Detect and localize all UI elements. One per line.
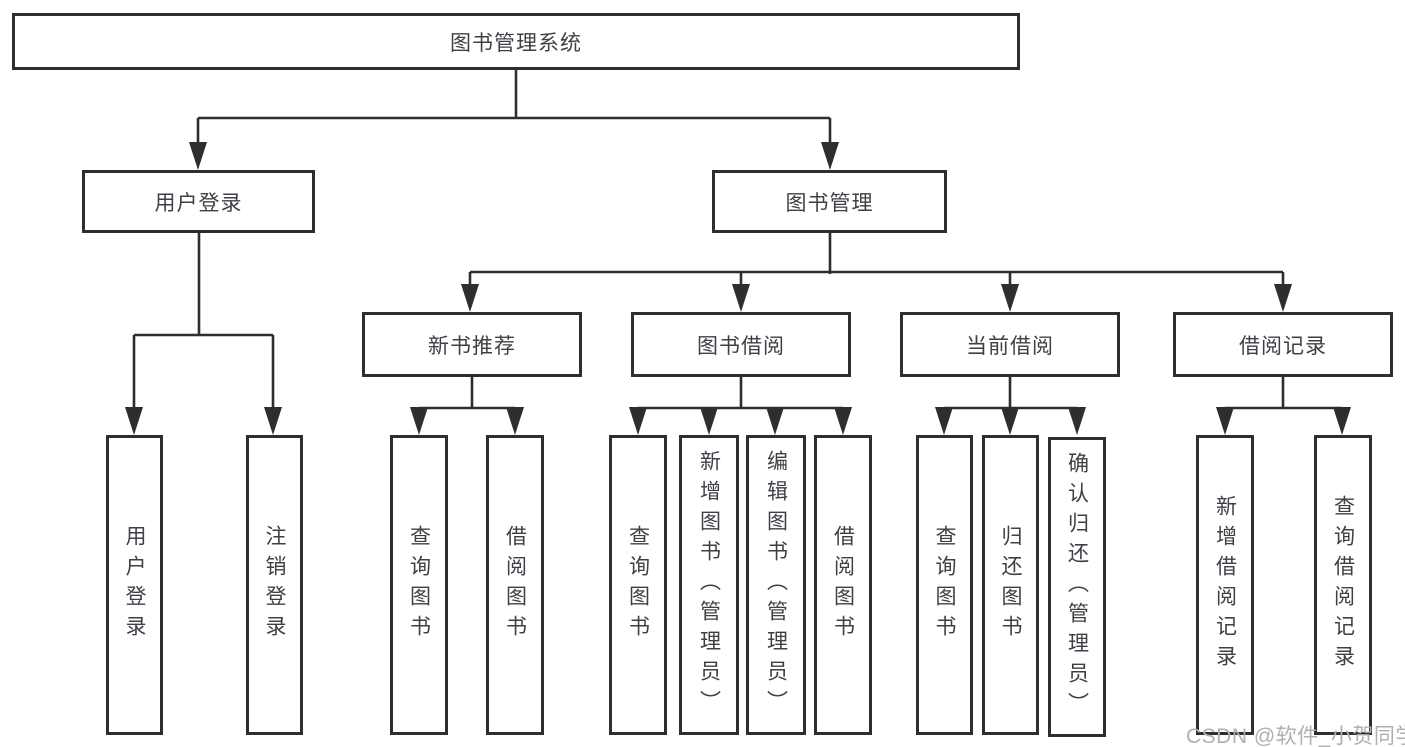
arrowhead-icons [125, 142, 1351, 435]
arrow-down-icon [125, 407, 143, 435]
arrow-down-icon [506, 407, 524, 435]
connector-book-borrowing [638, 377, 843, 410]
leaf-current-query-books: 查询图书 [916, 435, 973, 735]
connector-user-login [132, 233, 275, 409]
node-user-login: 用户登录 [82, 170, 315, 233]
leaf-edit-books-admin: 编辑图书（管理员） [746, 435, 806, 735]
arrow-down-icon [410, 407, 428, 435]
arrow-down-icon [629, 407, 647, 435]
leaf-borrowing-borrow-books: 借阅图书 [814, 435, 872, 735]
arrow-down-icon [1274, 284, 1292, 312]
arrow-down-icon [1216, 407, 1234, 435]
node-current-borrowing: 当前借阅 [900, 312, 1120, 377]
node-new-book-recommendation: 新书推荐 [362, 312, 582, 377]
arrow-down-icon [461, 284, 479, 312]
leaf-query-borrow-record: 查询借阅记录 [1314, 435, 1372, 735]
connector-current-borrowing [944, 377, 1077, 410]
arrow-down-icon [834, 407, 852, 435]
leaf-confirm-return-admin: 确认归还（管理员） [1048, 437, 1106, 737]
leaf-logout: 注销登录 [246, 435, 303, 735]
arrow-down-icon [1001, 407, 1019, 435]
arrow-down-icon [935, 407, 953, 435]
node-book-management: 图书管理 [712, 170, 947, 233]
node-root: 图书管理系统 [12, 13, 1020, 70]
leaf-recommend-borrow-books: 借阅图书 [486, 435, 544, 735]
node-book-borrowing: 图书借阅 [631, 312, 851, 377]
leaf-add-books-admin: 新增图书（管理员） [679, 435, 739, 735]
connector-book-management [468, 233, 1285, 286]
leaf-borrowing-query-books: 查询图书 [609, 435, 667, 735]
arrow-down-icon [700, 407, 718, 435]
arrow-down-icon [1001, 284, 1019, 312]
arrow-down-icon [821, 142, 839, 170]
leaf-add-borrow-record: 新增借阅记录 [1196, 435, 1254, 735]
connector-borrowing-records [1225, 377, 1342, 410]
arrow-down-icon [766, 407, 784, 435]
node-borrowing-records: 借阅记录 [1173, 312, 1393, 377]
leaf-return-books: 归还图书 [982, 435, 1039, 735]
arrow-down-icon [264, 407, 282, 435]
leaf-recommend-query-books: 查询图书 [390, 435, 448, 735]
connector-root [196, 70, 832, 144]
csdn-watermark: CSDN @软件_小贺同学 [1186, 725, 1405, 747]
arrow-down-icon [732, 284, 750, 312]
connector-new-book-recommendation [419, 377, 515, 410]
arrow-down-icon [189, 142, 207, 170]
arrow-down-icon [1068, 407, 1086, 435]
arrow-down-icon [1333, 407, 1351, 435]
leaf-user-login: 用户登录 [106, 435, 163, 735]
